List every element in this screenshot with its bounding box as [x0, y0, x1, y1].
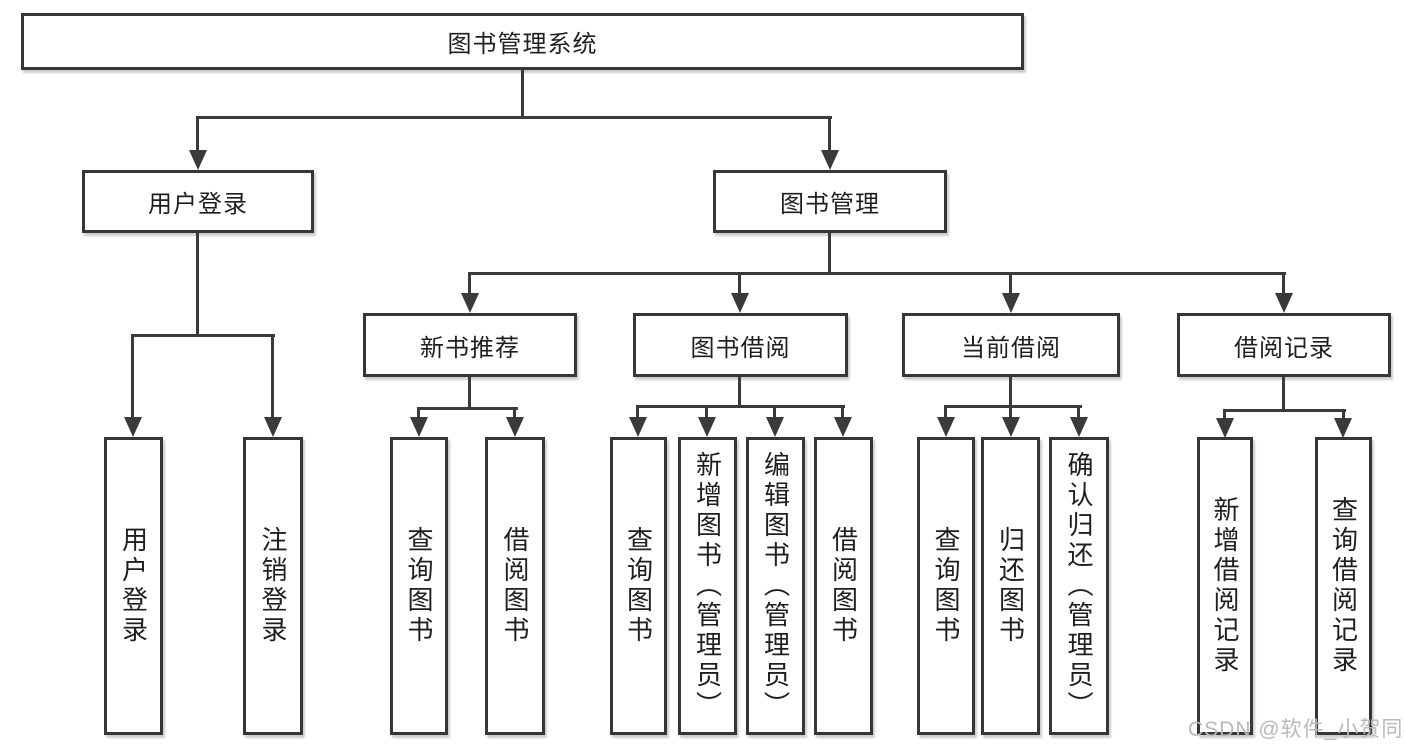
arrowhead-down-icon [731, 293, 749, 313]
leaf-borrow-books: 借阅图书 [814, 437, 873, 735]
connector-line [468, 272, 471, 296]
leaf-label: 查询图书 [931, 526, 961, 646]
connector-line [417, 407, 518, 410]
leaf-query-books-current: 查询图书 [917, 437, 975, 735]
arrowhead-down-icon [461, 293, 479, 313]
leaf-user-login: 用户登录 [104, 437, 163, 735]
leaf-borrow-books-recommend: 借阅图书 [485, 437, 545, 735]
connector-line [513, 407, 516, 419]
arrowhead-down-icon [506, 417, 524, 437]
arrowhead-down-icon [629, 417, 647, 437]
arrowhead-down-icon [1002, 417, 1020, 437]
connector-line [196, 116, 199, 153]
connector-line [1223, 409, 1226, 420]
leaf-confirm-return-admin: 确认归还（管理员） [1049, 437, 1109, 735]
arrowhead-down-icon [1275, 293, 1293, 313]
connector-line [636, 405, 845, 408]
node-label: 借阅记录 [1234, 334, 1334, 362]
arrowhead-down-icon [766, 417, 784, 437]
node-book-borrow: 图书借阅 [633, 313, 848, 377]
node-label: 图书借阅 [690, 334, 791, 362]
arrowhead-down-icon [821, 150, 839, 170]
connector-line [1342, 409, 1345, 420]
arrowhead-down-icon [189, 150, 207, 170]
node-label: 图书管理系统 [447, 31, 598, 58]
leaf-label: 归还图书 [995, 526, 1026, 646]
leaf-query-books-borrow: 查询图书 [610, 437, 667, 735]
connector-line [841, 405, 844, 419]
connector-line [271, 334, 274, 419]
csdn-watermark: CSDN @软件_小贺同学 [1188, 718, 1405, 741]
arrowhead-down-icon [410, 417, 428, 437]
leaf-label: 确认归还（管理员） [1064, 451, 1094, 721]
connector-line [1282, 272, 1285, 296]
node-new-book-recommend: 新书推荐 [363, 313, 577, 377]
leaf-add-borrow-record: 新增借阅记录 [1197, 437, 1253, 735]
leaf-edit-books-admin: 编辑图书（管理员） [746, 437, 805, 735]
connector-line [1009, 272, 1012, 296]
arrowhead-down-icon [1002, 293, 1020, 313]
leaf-label: 查询图书 [404, 526, 434, 646]
connector-line [1282, 377, 1285, 412]
arrowhead-down-icon [937, 417, 955, 437]
node-library-management-system: 图书管理系统 [21, 13, 1024, 70]
connector-line [828, 233, 831, 275]
node-label: 当前借阅 [961, 334, 1061, 362]
connector-line [196, 116, 832, 119]
connector-line [1223, 409, 1346, 412]
leaf-label: 注销登录 [258, 526, 288, 646]
arrowhead-down-icon [698, 417, 716, 437]
connector-line [521, 69, 524, 119]
node-user-login: 用户登录 [82, 170, 314, 233]
leaf-query-borrow-record: 查询借阅记录 [1315, 437, 1372, 735]
connector-line [468, 272, 1286, 275]
connector-line [738, 377, 741, 408]
connector-line [131, 334, 275, 337]
node-label: 图书管理 [780, 191, 880, 218]
connector-line [417, 407, 420, 419]
arrowhead-down-icon [1216, 418, 1234, 438]
arrowhead-down-icon [1334, 418, 1352, 438]
leaf-label: 编辑图书（管理员） [760, 451, 791, 721]
connector-line [131, 334, 134, 419]
connector-line [636, 405, 639, 419]
leaf-label: 用户登录 [118, 526, 149, 646]
connector-line [1009, 405, 1012, 419]
leaf-add-books-admin: 新增图书（管理员） [678, 437, 737, 735]
connector-line [828, 116, 831, 153]
node-label: 用户登录 [148, 191, 248, 218]
leaf-label: 新增图书（管理员） [692, 451, 723, 721]
arrowhead-down-icon [124, 417, 142, 437]
connector-line [468, 377, 471, 410]
leaf-label: 查询借阅记录 [1328, 496, 1359, 676]
connector-line [773, 405, 776, 419]
node-label: 新书推荐 [420, 334, 520, 362]
connector-line [196, 233, 199, 337]
connector-line [738, 272, 741, 296]
node-borrow-records: 借阅记录 [1177, 313, 1391, 377]
connector-line [1077, 405, 1080, 419]
node-current-borrow: 当前借阅 [902, 313, 1120, 377]
leaf-label: 新增借阅记录 [1210, 496, 1240, 676]
arrowhead-down-icon [264, 417, 282, 437]
arrowhead-down-icon [1070, 417, 1088, 437]
connector-line [944, 405, 947, 419]
leaf-query-books-recommend: 查询图书 [390, 437, 448, 735]
leaf-logout: 注销登录 [243, 437, 303, 735]
leaf-label: 查询图书 [623, 526, 654, 646]
leaf-label: 借阅图书 [500, 526, 530, 646]
connector-line [1009, 377, 1012, 408]
connector-line [705, 405, 708, 419]
node-book-management: 图书管理 [713, 170, 947, 233]
leaf-label: 借阅图书 [828, 526, 859, 646]
leaf-return-books: 归还图书 [981, 437, 1040, 735]
connector-line [944, 405, 1082, 408]
arrowhead-down-icon [834, 417, 852, 437]
